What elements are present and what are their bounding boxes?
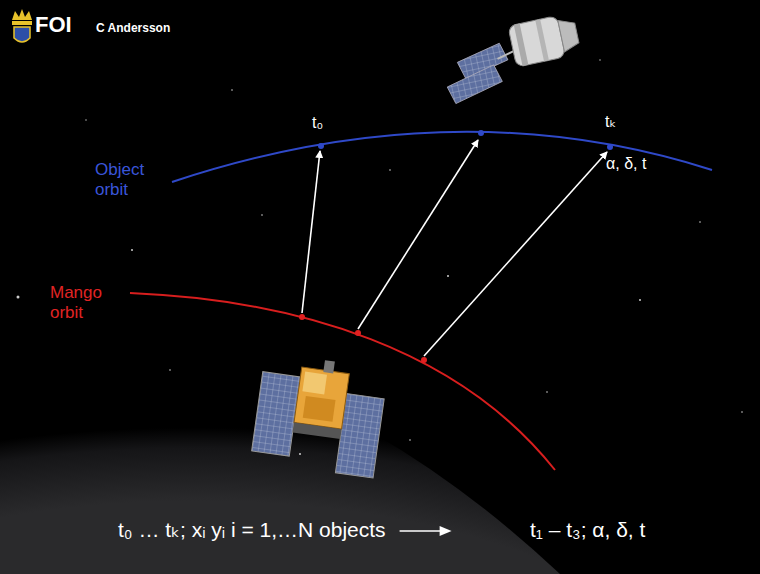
object-spacecraft (437, 12, 585, 104)
foi-emblem (12, 9, 32, 42)
input-text: t₀ … tₖ; xᵢ yᵢ i = 1,…N objects (118, 518, 386, 542)
mango-spacecraft (250, 352, 388, 478)
stars (17, 59, 743, 455)
mango-points (299, 314, 427, 363)
time-label: tₖ (605, 113, 616, 131)
orbit-label: Mango orbit (50, 283, 114, 322)
orbit-label: Object orbit (95, 160, 165, 199)
object-orbit (172, 132, 712, 182)
author-name: C Andersson (96, 22, 170, 36)
sight-lines (302, 140, 607, 356)
object-points (318, 130, 613, 150)
measurement-label: α, δ, t (606, 155, 646, 173)
time-label: t₀ (312, 114, 323, 132)
earth-limb (0, 330, 560, 574)
output-text: t₁ – t₃; α, δ, t (530, 518, 645, 542)
logo-text: FOI (35, 12, 72, 37)
flow-arrow (400, 526, 452, 536)
